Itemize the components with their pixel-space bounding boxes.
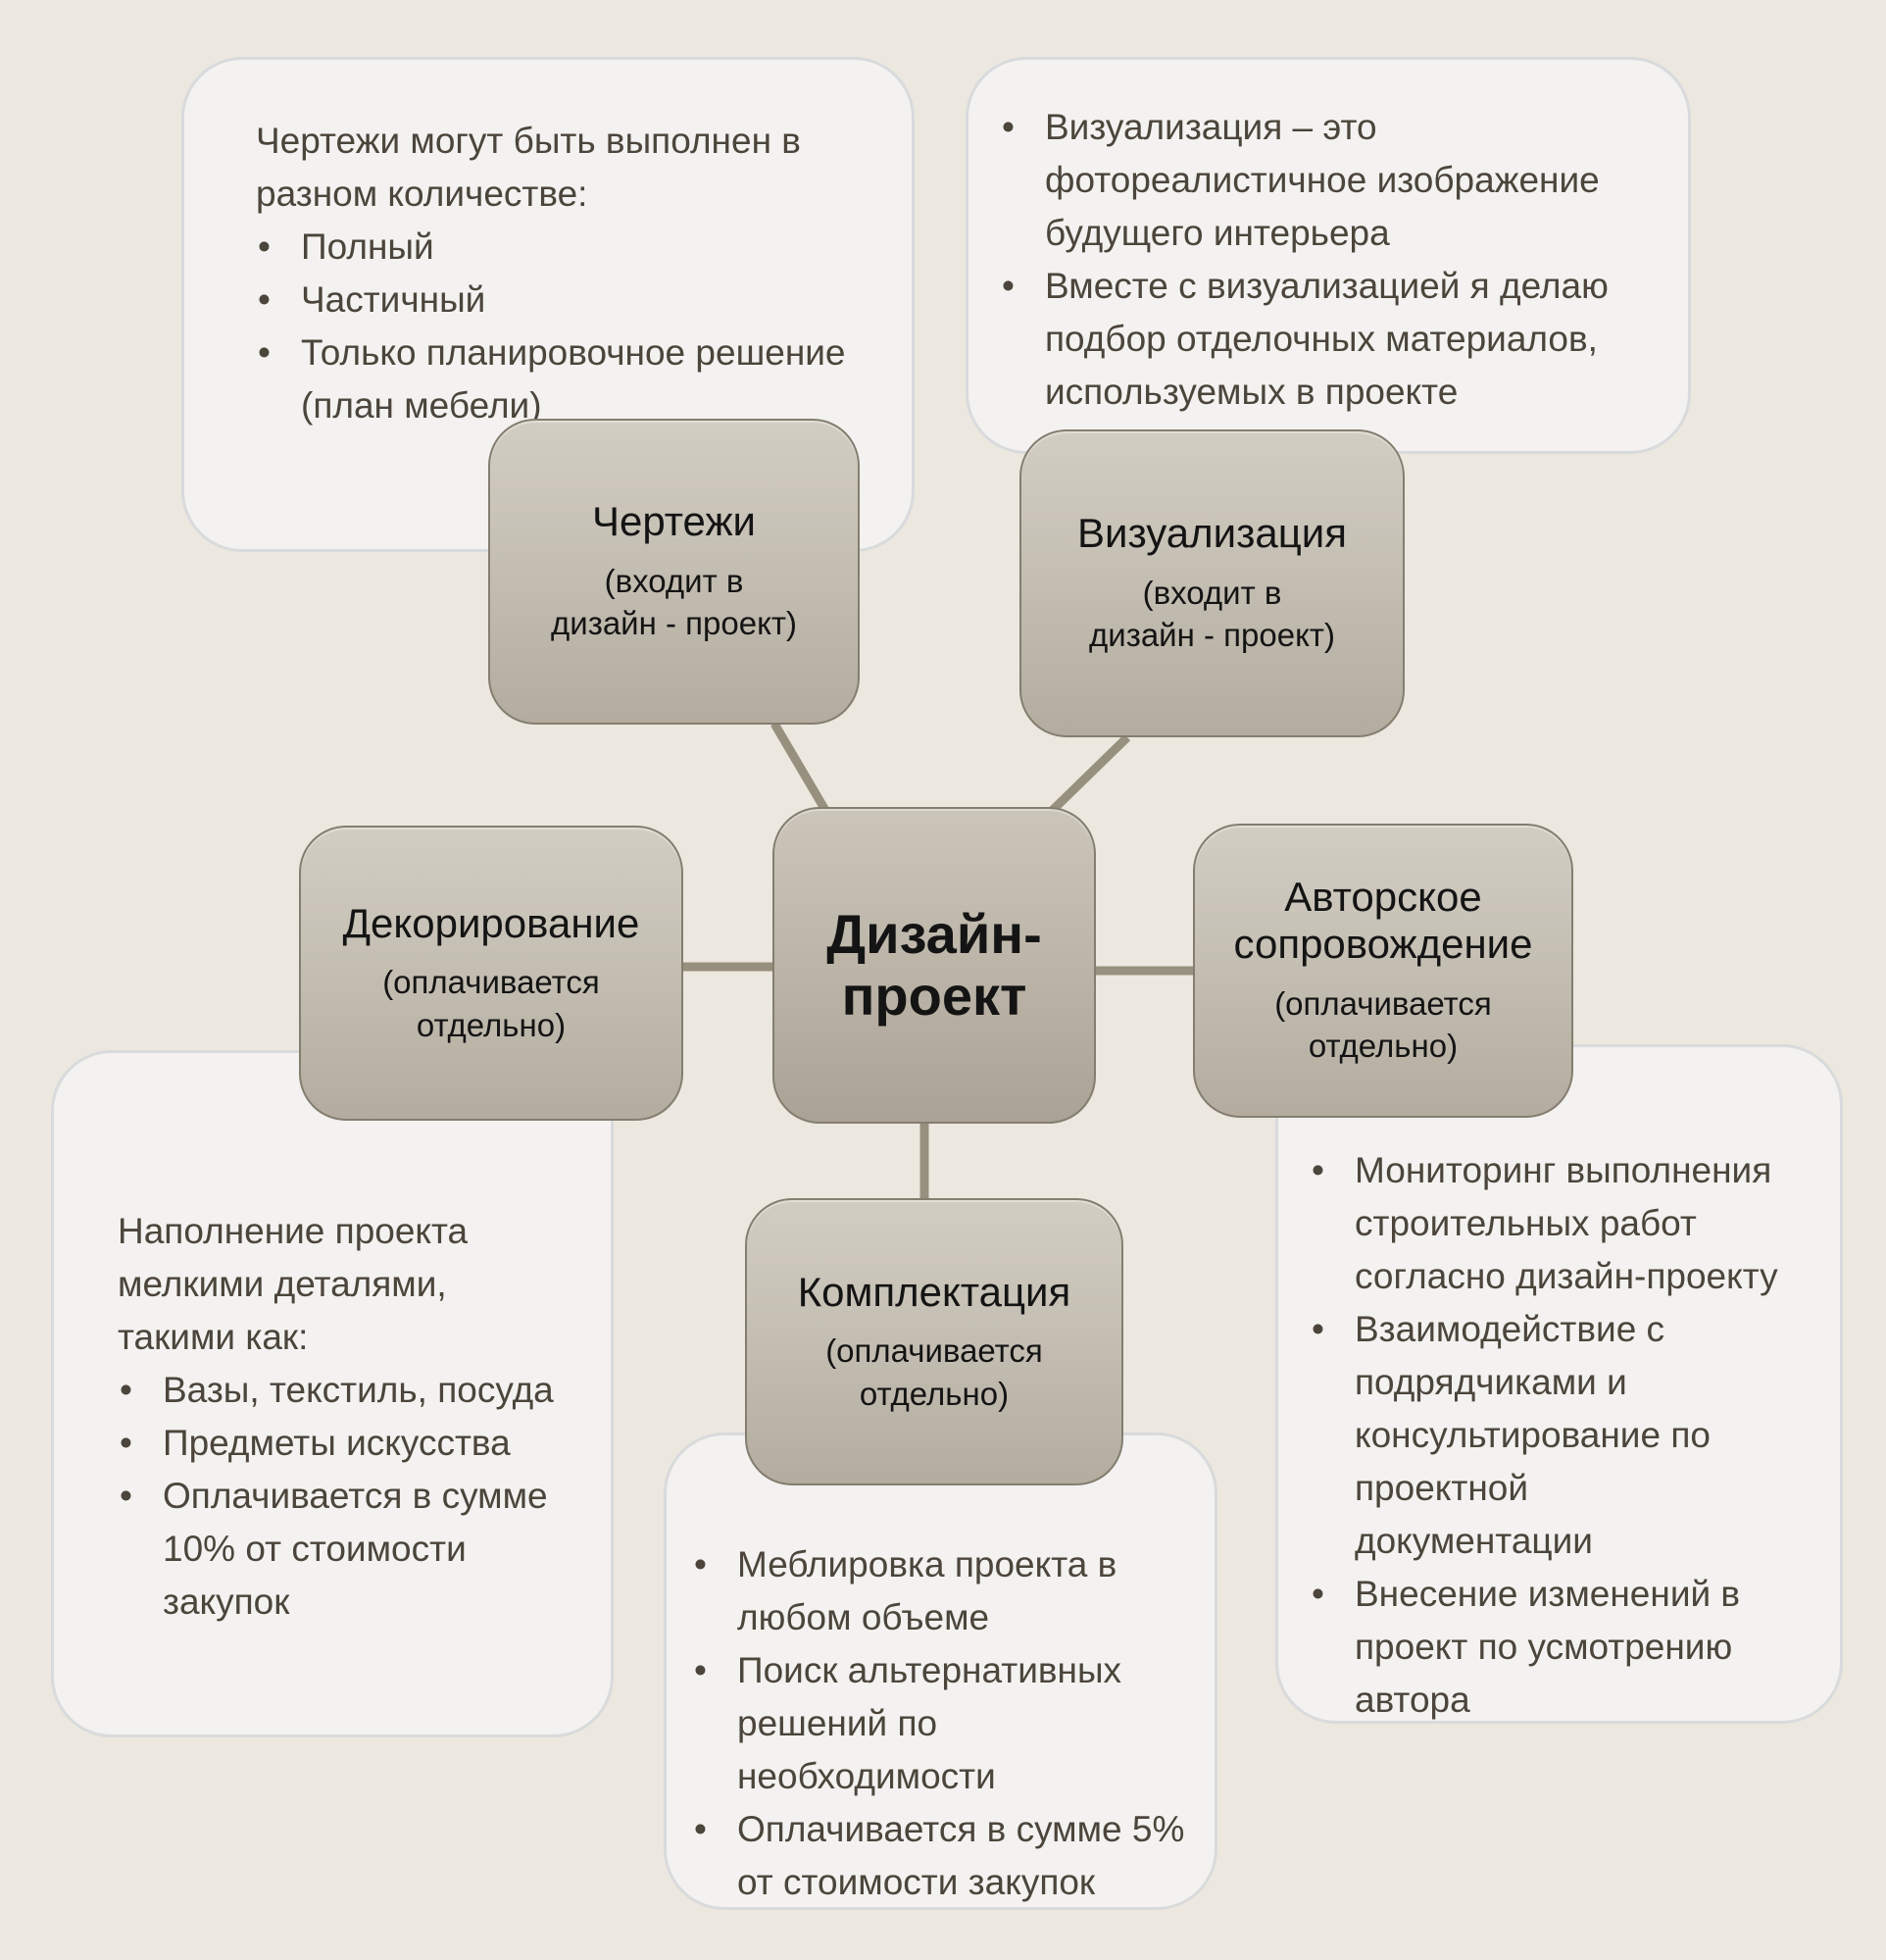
bullet-item: Меблировка проекта в любом объеме bbox=[692, 1538, 1185, 1644]
bullet-list: Вазы, текстиль, посуда Предметы искусств… bbox=[118, 1364, 571, 1629]
node-procurement: Комплектация (оплачивается отдельно) bbox=[745, 1198, 1123, 1485]
node-supervision: Авторское сопровождение (оплачивается от… bbox=[1193, 824, 1573, 1118]
bullet-item: Частичный bbox=[256, 274, 863, 327]
bullet-item: Оплачивается в сумме 10% от стоимости за… bbox=[118, 1470, 571, 1629]
node-title: Визуализация bbox=[1077, 510, 1347, 557]
node-title: Чертежи bbox=[592, 498, 756, 545]
node-subtitle: (входит в дизайн - проект) bbox=[551, 562, 797, 642]
bullet-item: Визуализация – это фотореалистичное изоб… bbox=[1000, 101, 1629, 260]
callout-supervision-note: Мониторинг выполнения строительных работ… bbox=[1275, 1044, 1843, 1724]
bullet-item: Вместе с визуализацией я делаю подбор от… bbox=[1000, 260, 1629, 419]
node-subtitle: (оплачивается отдельно) bbox=[382, 964, 600, 1043]
bullet-item: Вазы, текстиль, посуда bbox=[118, 1364, 571, 1417]
node-title: Комплектация bbox=[797, 1268, 1071, 1315]
bullet-item: Взаимодействие с подрядчиками и консульт… bbox=[1310, 1303, 1811, 1568]
bullet-item: Предметы искусства bbox=[118, 1417, 571, 1470]
node-title: Декорирование bbox=[342, 899, 640, 946]
node-drawings: Чертежи (входит в дизайн - проект) bbox=[488, 419, 860, 725]
bullet-list: Меблировка проекта в любом объеме Поиск … bbox=[692, 1538, 1185, 1909]
callout-visualization-note: Визуализация – это фотореалистичное изоб… bbox=[966, 57, 1691, 454]
bullet-item: Только планировочное решение (план мебел… bbox=[256, 327, 863, 432]
bullet-list: Мониторинг выполнения строительных работ… bbox=[1310, 1144, 1811, 1727]
node-decoration: Декорирование (оплачивается отдельно) bbox=[299, 826, 683, 1121]
intro-text: Наполнение проекта мелкими деталями, так… bbox=[118, 1211, 469, 1357]
node-subtitle: (оплачивается отдельно) bbox=[1274, 984, 1492, 1065]
node-title: Авторское сопровождение bbox=[1233, 874, 1533, 968]
bullet-item: Полный bbox=[256, 221, 863, 274]
bullet-item: Мониторинг выполнения строительных работ… bbox=[1310, 1144, 1811, 1303]
node-title: Дизайн- проект bbox=[826, 902, 1042, 1027]
node-subtitle: (входит в дизайн - проект) bbox=[1089, 574, 1335, 654]
bullet-item: Внесение изменений в проект по усмотрени… bbox=[1310, 1568, 1811, 1727]
connector-drawings bbox=[770, 721, 830, 815]
bullet-list: Полный Частичный Только планировочное ре… bbox=[256, 221, 863, 432]
bullet-item: Оплачивается в сумме 5% от стоимости зак… bbox=[692, 1803, 1185, 1909]
connector-visualization bbox=[1047, 733, 1131, 816]
node-visualization: Визуализация (входит в дизайн - проект) bbox=[1019, 429, 1405, 737]
bullet-item: Поиск альтернативных решений по необходи… bbox=[692, 1644, 1185, 1803]
node-subtitle: (оплачивается отдельно) bbox=[825, 1332, 1043, 1412]
callout-decoration-note: Наполнение проекта мелкими деталями, так… bbox=[51, 1050, 614, 1737]
callout-procurement-note: Меблировка проекта в любом объеме Поиск … bbox=[664, 1432, 1217, 1910]
bullet-list: Визуализация – это фотореалистичное изоб… bbox=[1000, 101, 1629, 419]
node-center-design-project: Дизайн- проект bbox=[772, 807, 1096, 1124]
intro-text: Чертежи могут быть выполнен в разном кол… bbox=[256, 121, 801, 214]
